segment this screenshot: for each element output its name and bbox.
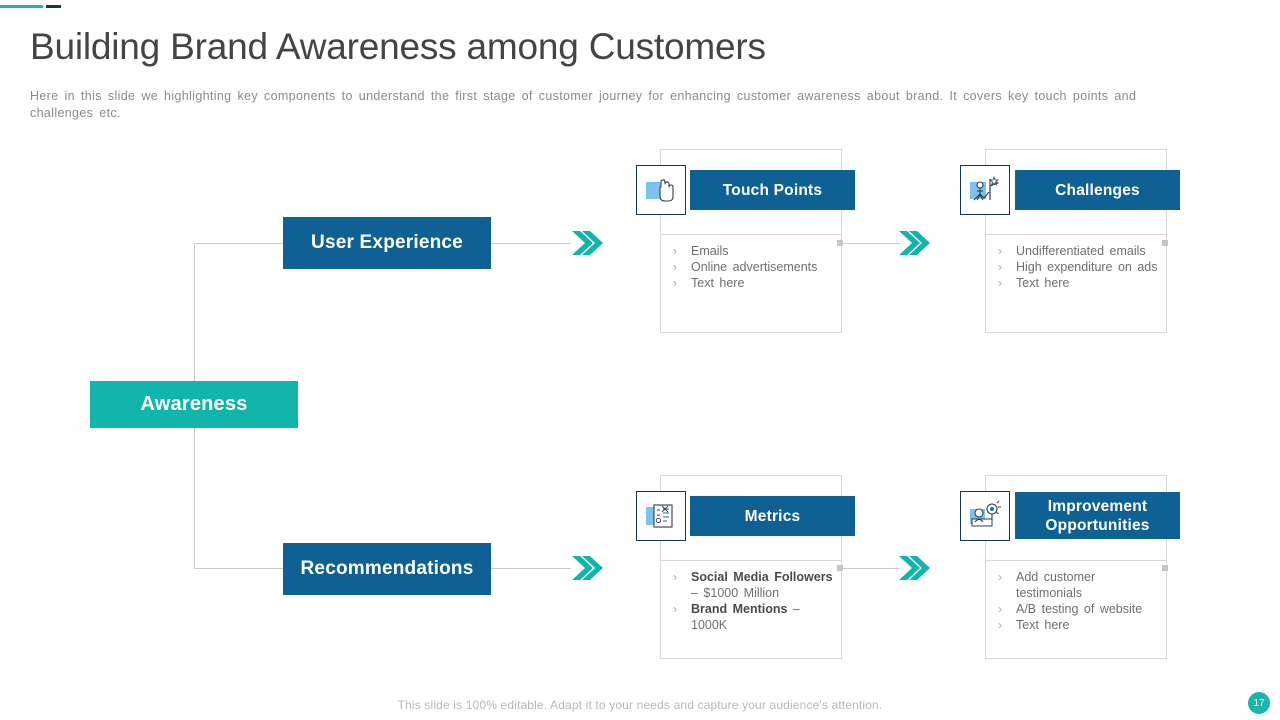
connector-upper-mid xyxy=(491,243,571,244)
stage-box-awareness-label: Awareness xyxy=(140,393,248,415)
card-improvement-opportunities-title: Improvement Opportunities xyxy=(1045,497,1150,534)
connector-lower-right xyxy=(840,568,900,569)
bullet-chevron-icon: › xyxy=(998,276,1002,290)
hand-pointer-icon xyxy=(636,165,686,215)
list-item-label: Brand Mentions – 1000K xyxy=(691,601,833,633)
list-item: › Add customer testimonials xyxy=(998,569,1158,601)
card-touch-points-header[interactable]: Touch Points xyxy=(690,170,855,210)
bullet-chevron-icon: › xyxy=(998,260,1002,274)
bullet-chevron-icon: › xyxy=(673,602,677,616)
stage-box-user-experience[interactable]: User Experience xyxy=(283,217,491,269)
card-metrics-body: › Social Media Followers – $1000 Million… xyxy=(660,560,842,659)
list-item: › A/B testing of website xyxy=(998,601,1158,617)
chevron-right-arrow xyxy=(570,229,604,257)
list-item-label: A/B testing of website xyxy=(1016,602,1143,616)
bullet-chevron-icon: › xyxy=(998,570,1002,584)
teal-rule-decoration xyxy=(0,5,43,8)
bullet-chevron-icon: › xyxy=(998,602,1002,616)
list-item: › Online advertisements xyxy=(673,259,833,275)
card-challenges-body: › Undifferentiated emails › High expendi… xyxy=(985,234,1167,333)
checklist-clipboard-icon xyxy=(636,491,686,541)
list-item-label: Undifferentiated emails xyxy=(1016,244,1146,258)
chevron-right-arrow xyxy=(897,554,931,582)
card-touch-points-anchor-dot xyxy=(837,240,843,246)
card-metrics-header[interactable]: Metrics xyxy=(690,496,855,536)
card-improvement-opportunities-bullets: › Add customer testimonials › A/B testin… xyxy=(998,569,1158,633)
page-title: Building Brand Awareness among Customers xyxy=(30,26,766,67)
list-item: › Text here xyxy=(998,617,1158,633)
list-item: › Emails xyxy=(673,243,833,259)
connector-lower-mid xyxy=(491,568,571,569)
page-number-badge: 17 xyxy=(1248,692,1270,714)
bullet-chevron-icon: › xyxy=(998,244,1002,258)
card-touch-points-body: › Emails › Online advertisements › Text … xyxy=(660,234,842,333)
stage-box-awareness[interactable]: Awareness xyxy=(90,381,298,428)
list-item: › Text here xyxy=(673,275,833,291)
page-subtitle: Here in this slide we highlighting key c… xyxy=(30,89,1137,120)
list-item: › Brand Mentions – 1000K xyxy=(673,601,833,633)
bullet-chevron-icon: › xyxy=(673,570,677,584)
connector-upper-left xyxy=(194,243,284,244)
list-item-label: Social Media Followers – $1000 Million xyxy=(691,569,833,601)
list-item-label: Text here xyxy=(1016,276,1070,290)
list-item: › Undifferentiated emails xyxy=(998,243,1158,259)
bullet-chevron-icon: › xyxy=(673,260,677,274)
list-item: › High expenditure on ads xyxy=(998,259,1158,275)
list-item: › Text here xyxy=(998,275,1158,291)
stage-box-user-experience-label: User Experience xyxy=(311,232,463,253)
stage-box-recommendations[interactable]: Recommendations xyxy=(283,543,491,595)
card-challenges-anchor-dot xyxy=(1162,240,1168,246)
chevron-right-arrow xyxy=(897,229,931,257)
list-item-bold-prefix: Brand Mentions xyxy=(691,602,788,616)
list-item-rest: – 1000K xyxy=(691,602,800,632)
connector-lower-left xyxy=(194,568,284,569)
stage-box-recommendations-label: Recommendations xyxy=(300,558,474,579)
card-challenges-title: Challenges xyxy=(1055,181,1140,199)
list-item-bold-prefix: Social Media Followers xyxy=(691,570,833,584)
card-challenges-header[interactable]: Challenges xyxy=(1015,170,1180,210)
bullet-chevron-icon: › xyxy=(673,244,677,258)
card-challenges-bullets: › Undifferentiated emails › High expendi… xyxy=(998,243,1158,291)
card-metrics-bullets: › Social Media Followers – $1000 Million… xyxy=(673,569,833,633)
footer-note: This slide is 100% editable. Adapt it to… xyxy=(397,698,883,712)
connector-upper-right xyxy=(840,243,900,244)
list-item-label: Emails xyxy=(691,244,729,258)
card-improvement-opportunities-header[interactable]: Improvement Opportunities xyxy=(1015,492,1180,539)
card-improvement-opportunities-anchor-dot xyxy=(1162,565,1168,571)
list-item-label: High expenditure on ads xyxy=(1016,260,1158,274)
card-touch-points-title: Touch Points xyxy=(722,181,823,199)
list-item-rest: – $1000 Million xyxy=(691,586,780,600)
list-item-label: Text here xyxy=(1016,618,1070,632)
person-target-idea-icon xyxy=(960,491,1010,541)
card-metrics-anchor-dot xyxy=(837,565,843,571)
bullet-chevron-icon: › xyxy=(673,276,677,290)
list-item-label: Online advertisements xyxy=(691,260,818,274)
card-improvement-opportunities-body: › Add customer testimonials › A/B testin… xyxy=(985,560,1167,659)
navy-rule-decoration xyxy=(46,5,61,8)
bullet-chevron-icon: › xyxy=(998,618,1002,632)
chevron-right-arrow xyxy=(570,554,604,582)
card-touch-points-bullets: › Emails › Online advertisements › Text … xyxy=(673,243,833,291)
person-climbing-flag-icon xyxy=(960,165,1010,215)
list-item-label: Text here xyxy=(691,276,745,290)
list-item-label: Add customer testimonials xyxy=(1016,570,1096,600)
list-item: › Social Media Followers – $1000 Million xyxy=(673,569,833,601)
card-metrics-title: Metrics xyxy=(744,507,801,525)
